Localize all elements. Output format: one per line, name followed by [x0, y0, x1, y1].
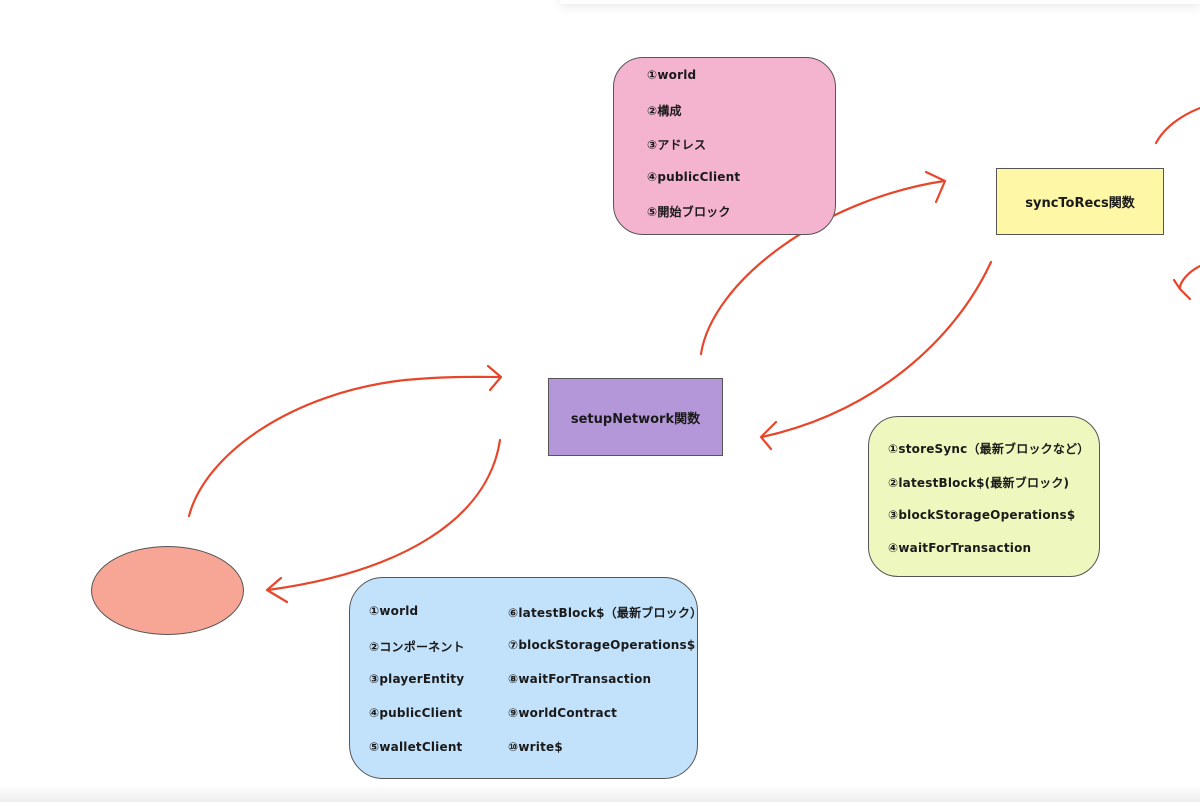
note-item: ⑥latestBlock$（最新ブロック）	[508, 606, 703, 620]
note-item: ⑧waitForTransaction	[508, 672, 652, 686]
arrow-ellipse-to-setup-network	[187, 375, 502, 518]
network-results-note: ①world ②コンポーネント ③playerEntity ④publicCli…	[349, 577, 702, 779]
note-item: ③blockStorageOperations$	[888, 508, 1076, 522]
note-item: ⑨worldContract	[508, 706, 618, 720]
bottom-edge-shade	[0, 784, 1200, 802]
note-item: ②コンポーネント	[369, 640, 465, 654]
note-item: ④publicClient	[369, 706, 463, 720]
note-item: ⑤開始ブロック	[647, 205, 731, 219]
note-item: ①world	[647, 68, 697, 82]
sync-to-recs-box: syncToRecs関数	[996, 168, 1164, 235]
note-item: ④waitForTransaction	[888, 541, 1032, 555]
note-item: ④publicClient	[647, 170, 741, 184]
note-item: ②構成	[647, 104, 682, 118]
setup-network-box: setupNetwork関数	[548, 378, 723, 456]
arrow-offscreen-top-right	[1154, 106, 1200, 145]
note-item: ③playerEntity	[369, 672, 465, 686]
top-edge-shadow	[560, 0, 1200, 4]
note-item: ③アドレス	[647, 138, 707, 152]
world-params-note: ①world ②構成 ③アドレス ④publicClient ⑤開始ブロック	[613, 57, 836, 235]
arrowhead-ellipse-to-setup-network	[486, 364, 503, 392]
note-item: ②latestBlock$(最新ブロック)	[888, 476, 1070, 490]
arrow-setup-network-to-ellipse	[266, 438, 502, 592]
arrowhead-sync-to-recs-to-setup-network	[759, 420, 778, 451]
caller-ellipse-node	[91, 546, 244, 635]
setup-network-label: setupNetwork関数	[570, 411, 701, 427]
sync-to-recs-label: syncToRecs関数	[1025, 196, 1135, 211]
note-item: ⑩write$	[508, 740, 563, 754]
arrowhead-setup-network-to-ellipse	[265, 576, 289, 604]
sync-results-note: ①storeSync（最新ブロックなど） ②latestBlock$(最新ブロッ…	[868, 416, 1100, 577]
note-item: ①world	[369, 604, 419, 618]
note-item: ⑤walletClient	[369, 740, 463, 754]
note-item: ①storeSync（最新ブロックなど）	[888, 442, 1090, 456]
arrow-sync-to-recs-to-setup-network	[760, 260, 993, 439]
note-item: ⑦blockStorageOperations$	[508, 638, 696, 652]
arrow-offscreen-bottom-right	[1178, 264, 1200, 290]
arrow-setup-network-to-sync-to-recs	[699, 179, 946, 356]
arrowhead-setup-network-to-sync-to-recs	[924, 170, 947, 204]
arrowhead-offscreen-bottom-right	[1172, 278, 1192, 301]
